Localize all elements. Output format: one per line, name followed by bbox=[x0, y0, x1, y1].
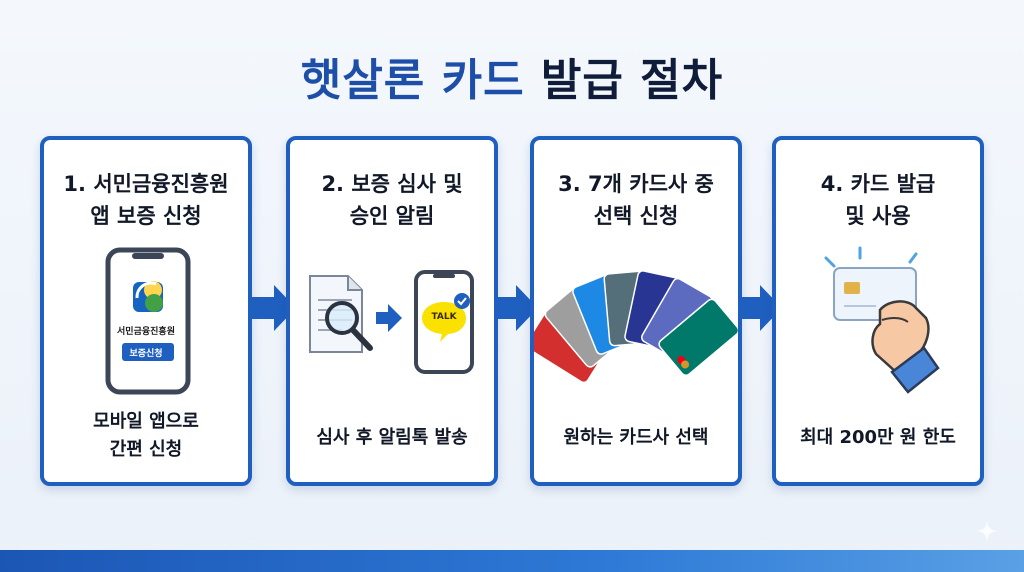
step-1-caption-line2: 간편 신청 bbox=[109, 439, 183, 460]
review-illustration bbox=[309, 270, 474, 374]
arrow-right-icon bbox=[252, 285, 296, 331]
step-2-title-line2: 승인 알림 bbox=[349, 204, 435, 228]
step-4-title: 4. 카드 발급 및 사용 bbox=[776, 168, 980, 232]
magnifier-icon bbox=[325, 301, 373, 351]
step-4-caption-line1: 최대 200만 원 한도 bbox=[800, 427, 956, 448]
step-1-title: 1. 서민금융진흥원 앱 보증 신청 bbox=[44, 168, 248, 232]
sparkle-icon bbox=[976, 520, 998, 542]
step-2-caption-line1: 심사 후 알림톡 발송 bbox=[316, 427, 468, 448]
step-2-title: 2. 보증 심사 및 승인 알림 bbox=[290, 168, 494, 232]
step-4-title-line2: 및 사용 bbox=[845, 204, 911, 228]
talk-label: TALK bbox=[431, 312, 457, 322]
step-4-caption: 최대 200만 원 한도 bbox=[776, 424, 980, 452]
step-card-4: 4. 카드 발급 및 사용 최대 200만 원 한도 bbox=[772, 136, 984, 486]
step-3-title-line2: 선택 신청 bbox=[593, 204, 679, 228]
card-fan-icon bbox=[534, 270, 738, 384]
phone-apply-button: 보증신청 bbox=[129, 349, 163, 359]
check-badge-icon bbox=[454, 293, 470, 309]
step-3-caption: 원하는 카드사 선택 bbox=[534, 424, 738, 452]
step-1-caption-line1: 모바일 앱으로 bbox=[93, 411, 199, 432]
arrow-right-icon bbox=[738, 285, 782, 331]
app-logo-icon bbox=[133, 281, 163, 312]
step-3-title: 3. 7개 카드사 중 선택 신청 bbox=[534, 168, 738, 232]
step-2-caption: 심사 후 알림톡 발송 bbox=[290, 424, 494, 452]
step-1-title-line2: 앱 보증 신청 bbox=[90, 204, 202, 228]
step-3-caption-line1: 원하는 카드사 선택 bbox=[563, 427, 709, 448]
step-3-title-line1: 3. 7개 카드사 중 bbox=[558, 172, 714, 196]
step-card-1: 1. 서민금융진흥원 앱 보증 신청 서민금융진흥원 보증신청 모바일 앱으로 … bbox=[40, 136, 252, 486]
arrow-right-icon bbox=[494, 285, 538, 331]
step-card-2: 2. 보증 심사 및 승인 알림 TALK 심사 후 bbox=[286, 136, 498, 486]
hand-holding-card-icon bbox=[824, 246, 940, 394]
kakao-talk-icon bbox=[422, 302, 466, 342]
step-1-caption: 모바일 앱으로 간편 신청 bbox=[44, 408, 248, 464]
page-title: 햇살론 카드 발급 절차 bbox=[0, 44, 1024, 108]
step-card-3: 3. 7개 카드사 중 선택 신청 원하는 카드사 선택 bbox=[530, 136, 742, 486]
title-part1: 햇살론 카드 bbox=[300, 55, 525, 106]
title-part2: 발급 절차 bbox=[540, 55, 724, 106]
bottom-bar bbox=[0, 550, 1024, 572]
phone-app-name: 서민금융진흥원 bbox=[117, 327, 175, 337]
step-4-title-line1: 4. 카드 발급 bbox=[820, 172, 936, 196]
step-1-title-line1: 1. 서민금융진흥원 bbox=[63, 172, 229, 196]
step-2-title-line1: 2. 보증 심사 및 bbox=[321, 172, 463, 196]
phone-icon bbox=[105, 247, 191, 395]
